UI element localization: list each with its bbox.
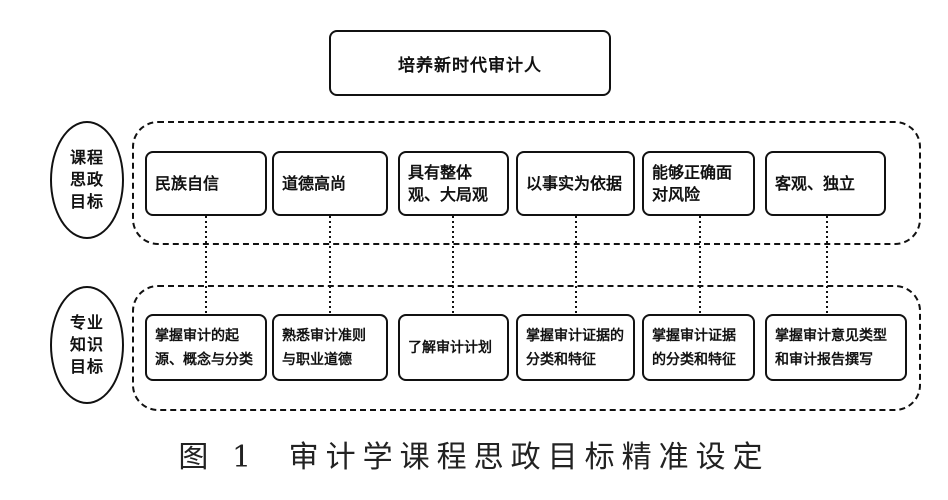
knowledge-goal-text: 掌握审计证据的分类和特征 — [652, 327, 736, 368]
ideological-goal-text: 客观、独立 — [775, 173, 856, 193]
knowledge-goal-text: 掌握审计证据的分类和特征 — [526, 327, 624, 368]
knowledge-goal-text: 掌握审计的起源、概念与分类 — [155, 327, 253, 368]
figure-title: 审计学课程思政目标精准设定 — [288, 440, 770, 475]
knowledge-goal-node: 掌握审计证据的分类和特征 — [516, 314, 635, 381]
ideological-goal-node: 道德高尚 — [272, 151, 388, 216]
knowledge-goals-label: 专业知识目标 — [69, 313, 104, 376]
root-goal-box: 培养新时代审计人 — [329, 30, 611, 96]
figure-caption: 图 1 审计学课程思政目标精准设定 — [0, 432, 948, 476]
ideological-goal-text: 能够正确面对风险 — [652, 162, 733, 204]
knowledge-goal-node: 熟悉审计准则与职业道德 — [272, 314, 388, 381]
ideological-goal-text: 具有整体观、大局观 — [408, 162, 489, 204]
knowledge-goal-node: 掌握审计的起源、概念与分类 — [145, 314, 267, 381]
ideological-goal-node: 能够正确面对风险 — [642, 151, 755, 216]
figure-number: 图 1 — [178, 440, 259, 475]
knowledge-goals-frame — [132, 285, 921, 411]
knowledge-goal-node: 了解审计计划 — [398, 314, 509, 381]
knowledge-goals-oval: 专业知识目标 — [50, 286, 124, 404]
ideological-goals-label: 课程思政目标 — [69, 148, 104, 211]
knowledge-goal-node: 掌握审计证据的分类和特征 — [642, 314, 755, 381]
ideological-goals-frame — [132, 121, 921, 245]
ideological-goal-node: 具有整体观、大局观 — [398, 151, 509, 216]
knowledge-goal-text: 掌握审计意见类型和审计报告撰写 — [775, 327, 887, 368]
ideological-goal-node: 以事实为依据 — [516, 151, 635, 216]
knowledge-goal-text: 了解审计计划 — [408, 339, 492, 356]
knowledge-goal-text: 熟悉审计准则与职业道德 — [282, 327, 366, 368]
ideological-goal-text: 以事实为依据 — [526, 173, 623, 193]
root-goal-label: 培养新时代审计人 — [398, 55, 542, 76]
ideological-goal-text: 道德高尚 — [282, 173, 347, 193]
ideological-goal-node: 民族自信 — [145, 151, 267, 216]
ideological-goal-node: 客观、独立 — [765, 151, 886, 216]
knowledge-goal-node: 掌握审计意见类型和审计报告撰写 — [765, 314, 907, 381]
ideological-goal-text: 民族自信 — [155, 173, 220, 193]
ideological-goals-oval: 课程思政目标 — [50, 121, 124, 239]
